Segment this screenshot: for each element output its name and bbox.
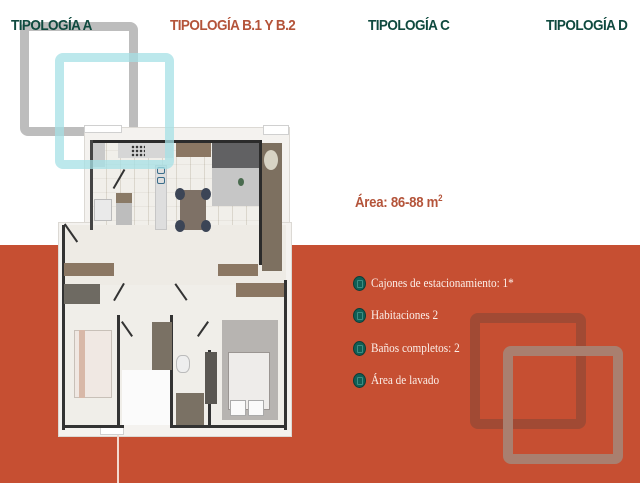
decorative-square-tan <box>503 346 623 464</box>
parking-icon <box>353 275 366 291</box>
tab-tipologia-d[interactable]: TIPOLOGÍA D <box>546 17 628 34</box>
tab-tipologia-c[interactable]: TIPOLOGÍA C <box>368 17 450 34</box>
features-list: Cajones de estacionamiento: 1* Habitacio… <box>353 273 530 403</box>
laundry-icon <box>353 373 366 388</box>
tab-tipologia-a[interactable]: TIPOLOGÍA A <box>11 17 92 34</box>
feature-label: Cajones de estacionamiento: 1* <box>371 275 514 290</box>
feature-item: Baños completos: 2 <box>353 338 530 358</box>
feature-item: Habitaciones 2 <box>353 306 530 326</box>
feature-item: Cajones de estacionamiento: 1* <box>353 273 530 293</box>
feature-label: Habitaciones 2 <box>371 308 439 322</box>
feature-label: Área de lavado <box>371 373 440 387</box>
bed-icon <box>353 308 366 323</box>
feature-item: Área de lavado <box>353 371 530 391</box>
bath-icon <box>353 340 366 356</box>
feature-label: Baños completos: 2 <box>371 340 460 355</box>
area-value: Área: 86-88 m <box>355 194 439 211</box>
decorative-square-dark <box>470 313 586 429</box>
typology-tabs: TIPOLOGÍA A TIPOLOGÍA B.1 Y B.2 TIPOLOGÍ… <box>0 0 640 50</box>
area-label: Área: 86-88 m2 <box>355 193 443 211</box>
decorative-square-gray <box>20 22 138 136</box>
area-unit-superscript: 2 <box>438 193 443 203</box>
tab-tipologia-b[interactable]: TIPOLOGÍA B.1 Y B.2 <box>170 17 296 34</box>
decorative-square-cyan <box>55 53 174 169</box>
